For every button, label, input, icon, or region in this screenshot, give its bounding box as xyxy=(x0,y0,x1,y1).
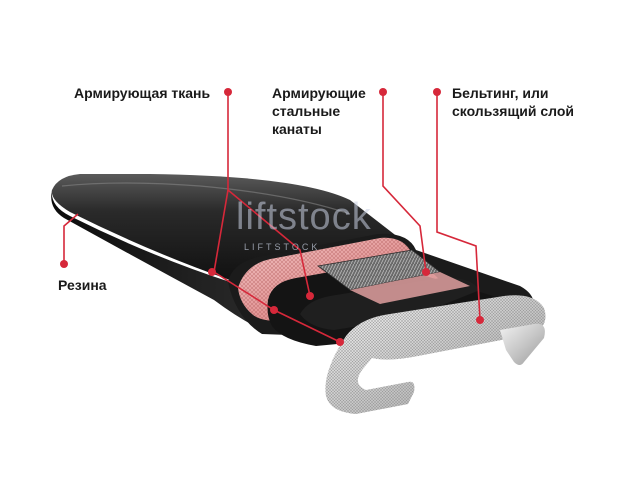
steel-cables xyxy=(318,250,440,290)
callout-end-rubber-side xyxy=(208,268,216,276)
callout-line-belting xyxy=(436,92,481,321)
callout-dot-rubber xyxy=(60,260,68,268)
callout-end-cables xyxy=(422,268,430,276)
rubber-side xyxy=(51,190,263,330)
callout-end-fabric-1 xyxy=(306,292,314,300)
callout-end-fabric-2 xyxy=(270,306,278,314)
label-rubber: Резина xyxy=(58,277,107,293)
callout-end-belting xyxy=(476,316,484,324)
callout-line-rubber xyxy=(63,213,79,262)
label-reinforcing-fabric: Армирующая ткань xyxy=(74,85,211,101)
callout-dot-belting xyxy=(433,88,441,96)
label-steel-cables: Армирующие стальные канаты xyxy=(272,85,366,137)
pink-band xyxy=(350,272,470,304)
callout-dot-fabric xyxy=(224,88,232,96)
watermark-subtext: LIFTSTOCK xyxy=(244,242,321,252)
watermark: liftstock xyxy=(236,196,372,238)
rubber-highlight xyxy=(61,182,351,215)
belting-right-hook xyxy=(500,323,545,365)
callout-line-cables xyxy=(382,92,427,273)
callout-line-fabric-2 xyxy=(213,189,341,343)
belting-mesh xyxy=(325,295,546,414)
label-belting-layer: Бельтинг, или скользящий слой xyxy=(452,85,575,119)
callout-dot-cables xyxy=(379,88,387,96)
callout-end-fabric-3 xyxy=(336,338,344,346)
callout-line-fabric xyxy=(227,92,311,297)
